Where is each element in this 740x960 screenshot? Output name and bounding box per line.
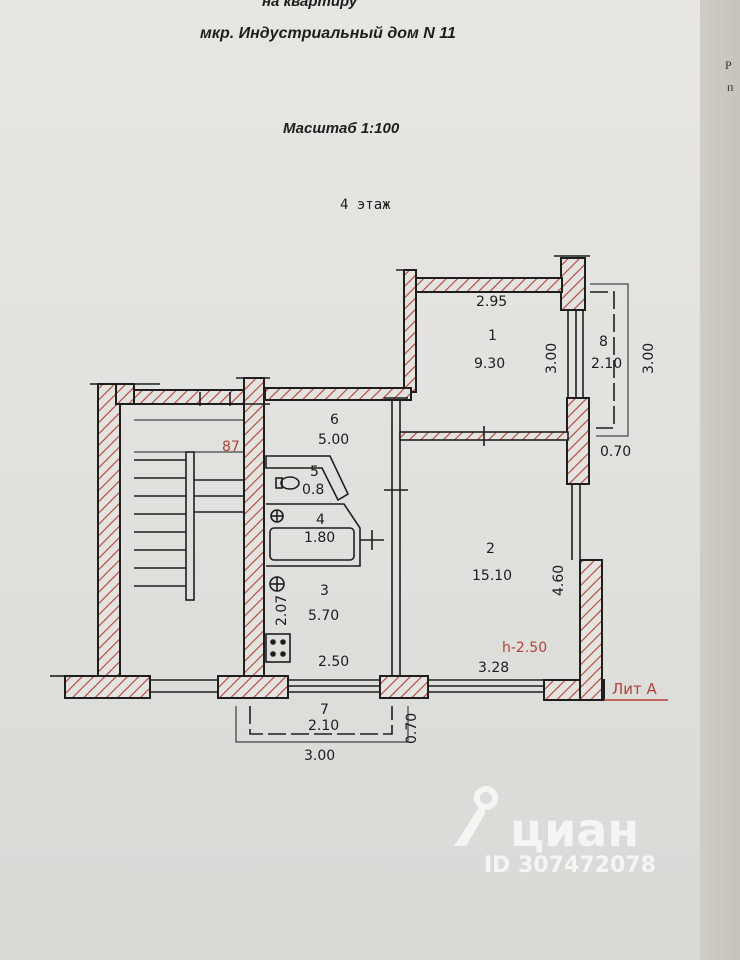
balcony-dim-right: [590, 283, 629, 437]
toilet-tank: [275, 477, 283, 489]
wall-segment: [409, 277, 563, 293]
toilet-icon: [280, 476, 300, 490]
room-area: 1.80: [304, 530, 335, 546]
watermark-brand: циан: [510, 803, 640, 857]
wall-segment: [566, 397, 590, 485]
wall-segment: [217, 675, 289, 699]
room-number: 7: [320, 702, 329, 718]
wall-segment: [243, 377, 265, 677]
balcony-outline-bottom: [249, 706, 393, 735]
room-number: 3: [320, 583, 329, 599]
stair-number: 87: [222, 439, 240, 455]
dim-label: 3.00: [641, 343, 657, 374]
red-marks: 87 h-2.50 Лит А: [222, 439, 658, 698]
balcony-outline-right: [590, 291, 615, 429]
header-line-top: на квартиру: [262, 0, 358, 10]
room-area: 5.00: [318, 432, 349, 448]
room-number: 5: [310, 464, 319, 480]
partitions: [50, 255, 668, 743]
wall-segment: [579, 559, 603, 701]
room-area: 0.8: [302, 482, 324, 498]
dim-label: 2.07: [274, 595, 290, 626]
room-number: 1: [488, 328, 497, 344]
room-area: 2.10: [308, 718, 339, 734]
edge-letter: п: [727, 80, 734, 94]
stove-burner: [270, 651, 276, 657]
wall-segment: [560, 257, 586, 311]
background-sheet: Р п: [700, 0, 740, 960]
wall-segment: [379, 675, 429, 699]
balcony-dim-bottom: [235, 706, 409, 743]
room-area: 9.30: [474, 356, 505, 372]
wall-segment: [403, 269, 417, 393]
dim-label: 2.95: [476, 294, 507, 310]
height-mark: h-2.50: [502, 640, 547, 656]
room-number: 4: [316, 512, 325, 528]
room-area: 2.10: [591, 356, 622, 372]
bathtub-icon: [269, 527, 355, 561]
lit-mark: Лит А: [612, 680, 658, 698]
room-number: 2: [486, 541, 495, 557]
location-pin-icon: [454, 786, 498, 846]
wall-segment: [64, 675, 151, 699]
header-scale: Масштаб 1:100: [283, 120, 400, 137]
room-area: 5.70: [308, 608, 339, 624]
room-area: 15.10: [472, 568, 512, 584]
stove-burner: [270, 639, 276, 645]
dim-label: 3.28: [478, 660, 509, 676]
dim-label: 0.70: [600, 444, 631, 460]
room-number: 8: [599, 334, 608, 350]
dim-label: 4.60: [551, 565, 567, 596]
watermark-id: ID 307472078: [484, 853, 656, 878]
header-floor: 4 этаж: [340, 197, 391, 213]
watermark: [450, 782, 510, 856]
header-address: мкр. Индустриальный дом N 11: [200, 25, 456, 42]
dim-label: 3.00: [544, 343, 560, 374]
dim-label: 0.70: [404, 713, 420, 744]
dim-label: 3.00: [304, 748, 335, 764]
stove-burner: [280, 639, 286, 645]
wall-segment: [115, 383, 135, 405]
edge-letter: Р: [725, 58, 732, 72]
stove-icon: [265, 633, 291, 663]
toilet-area: [265, 455, 350, 502]
dim-label: 2.50: [318, 654, 349, 670]
stove-burner: [280, 651, 286, 657]
bathtub-wall: [266, 503, 361, 567]
walls: [64, 257, 605, 701]
room-labels: 1 9.30 2 15.10 3 5.70 4 1.80 5 0.8 6 5.0…: [302, 328, 622, 734]
room-number: 6: [330, 412, 339, 428]
dimension-labels: 2.95 3.00 3.00 0.70 4.60 3.28 2.07 2.50 …: [274, 294, 657, 764]
stair-rail: [185, 451, 195, 601]
wall-segment: [97, 383, 121, 677]
